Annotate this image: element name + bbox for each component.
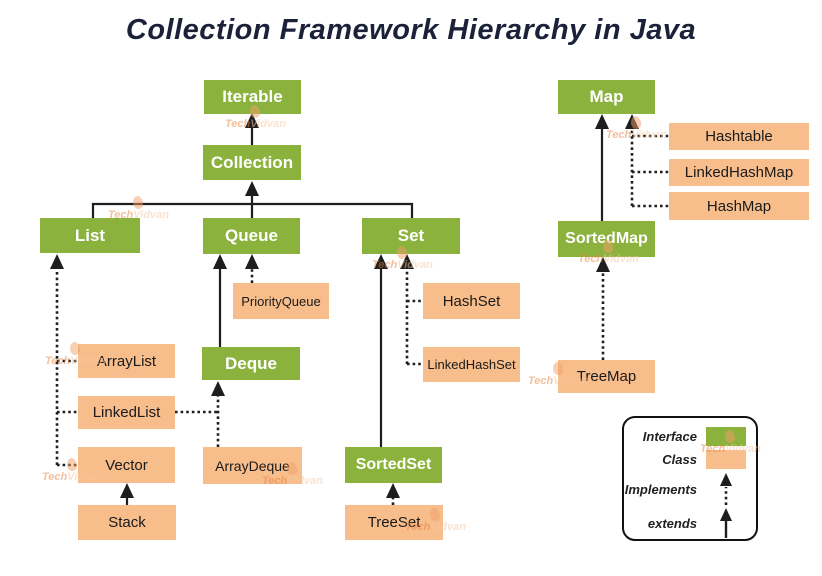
edge-treeset-implements-sortedset bbox=[386, 483, 400, 505]
interface-color-swatch bbox=[706, 427, 746, 446]
node-list: List bbox=[40, 218, 140, 253]
node-treeset: TreeSet bbox=[345, 505, 443, 540]
node-map: Map bbox=[558, 80, 655, 114]
node-linkedhashmap: LinkedHashMap bbox=[669, 159, 809, 186]
legend-extends-label: extends bbox=[647, 516, 697, 531]
node-treemap: TreeMap bbox=[558, 360, 655, 393]
edge-deque-extends-queue bbox=[213, 254, 227, 347]
node-hashset: HashSet bbox=[423, 283, 520, 319]
legend-box: Interface Class Implements extends bbox=[622, 416, 758, 541]
edge-set-implementations bbox=[400, 254, 423, 366]
edge-list-implementations bbox=[50, 254, 78, 467]
node-iterable: Iterable bbox=[204, 80, 301, 114]
edge-deque-implementations bbox=[175, 381, 225, 447]
node-priorityqueue: PriorityQueue bbox=[233, 283, 329, 319]
edge-stack-extends-vector bbox=[120, 483, 134, 505]
node-arraydeque: ArrayDeque bbox=[203, 447, 302, 484]
node-vector: Vector bbox=[78, 447, 175, 483]
class-color-swatch bbox=[706, 450, 746, 469]
edge-sortedmap-extends-map bbox=[595, 114, 609, 221]
node-deque: Deque bbox=[202, 347, 300, 380]
node-stack: Stack bbox=[78, 505, 176, 540]
node-linkedlist: LinkedList bbox=[78, 396, 175, 429]
legend-class-label: Class bbox=[662, 452, 697, 467]
node-collection: Collection bbox=[203, 145, 301, 180]
legend-row-implements: Implements bbox=[625, 473, 746, 506]
diagram-title: Collection Framework Hierarchy in Java bbox=[125, 14, 697, 46]
legend-interface-label: Interface bbox=[642, 429, 697, 444]
node-sortedmap: SortedMap bbox=[558, 221, 655, 257]
legend-row-class: Class bbox=[630, 450, 746, 469]
legend-row-interface: Interface bbox=[630, 427, 746, 446]
node-set: Set bbox=[362, 218, 460, 254]
node-linkedhashset: LinkedHashSet bbox=[423, 347, 520, 382]
node-hashtable: Hashtable bbox=[669, 123, 809, 150]
legend-implements-label: Implements bbox=[624, 482, 697, 497]
edge-priorityqueue-implements-queue bbox=[245, 254, 259, 283]
edge-map-implementations bbox=[625, 114, 669, 208]
edge-collection-extends-iterable bbox=[245, 113, 259, 145]
node-sortedset: SortedSet bbox=[345, 447, 442, 483]
solid-arrow-icon bbox=[706, 508, 746, 539]
node-hashmap: HashMap bbox=[669, 192, 809, 220]
dotted-arrow-icon bbox=[706, 473, 746, 506]
edge-treemap-implements-sortedmap bbox=[596, 257, 610, 360]
node-arraylist: ArrayList bbox=[78, 344, 175, 378]
node-queue: Queue bbox=[203, 218, 300, 254]
edge-sortedset-extends-set bbox=[374, 254, 388, 447]
legend-row-extends: extends bbox=[630, 508, 746, 539]
edge-children-extend-collection bbox=[91, 181, 414, 218]
